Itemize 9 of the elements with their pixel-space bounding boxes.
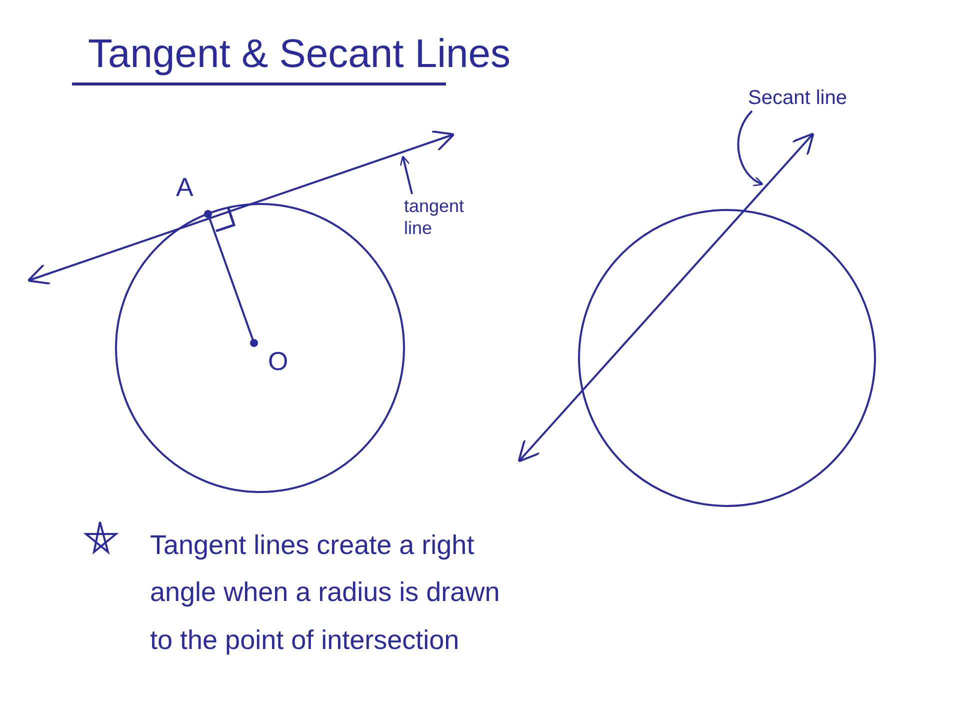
leader-arrow	[400, 155, 413, 194]
secant-line	[518, 132, 814, 462]
leader-arrow	[737, 110, 764, 186]
title: Tangent & Secant Lines	[88, 31, 511, 78]
note-text: Tangent lines create a right angle when a radius is drawn to the point of intersection	[150, 529, 501, 657]
callout-label: Secant line	[748, 86, 878, 110]
point-label: O	[268, 346, 288, 378]
callout-label: tangent line	[404, 196, 474, 240]
point-label: A	[176, 172, 194, 204]
